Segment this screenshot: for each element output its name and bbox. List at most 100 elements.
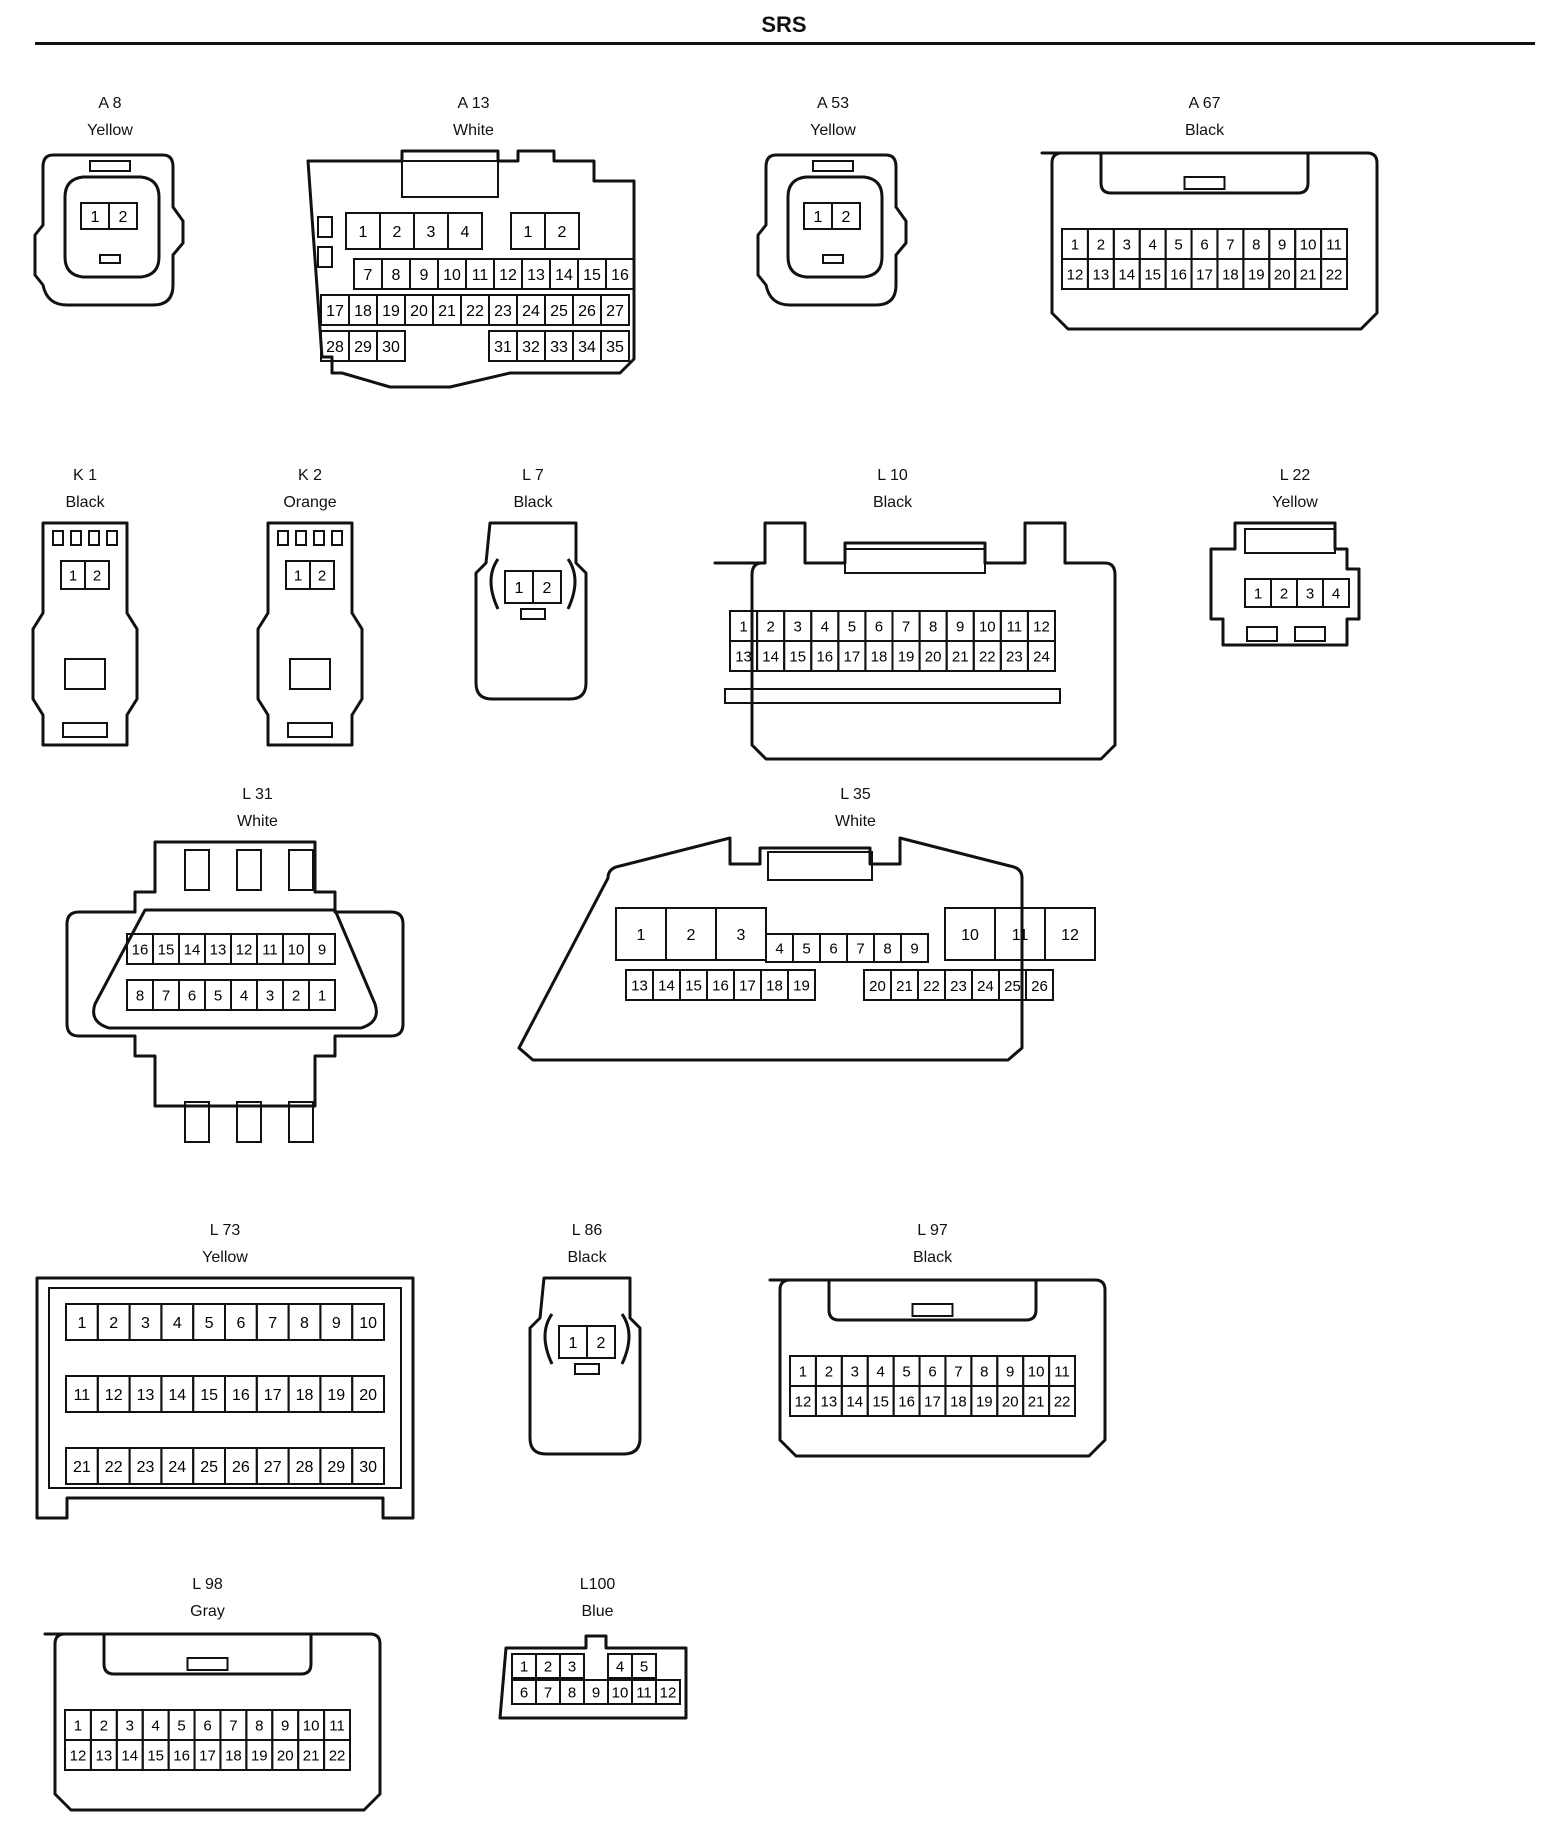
pin-number: 4	[775, 940, 783, 957]
pin-number: 3	[126, 1717, 134, 1734]
connector-color: Yellow	[1272, 494, 1318, 511]
latch-frame	[827, 1280, 1038, 1322]
pin-number: 11	[74, 1387, 91, 1404]
pin-number: 16	[132, 941, 149, 958]
latch-tab	[89, 160, 131, 172]
pin-number: 12	[660, 1684, 677, 1701]
pin-number: 12	[1067, 266, 1084, 283]
pin-number: 7	[1226, 236, 1234, 253]
pin-number: 5	[214, 987, 222, 1004]
pin-number: 1	[799, 1363, 807, 1380]
pin-number: 24	[522, 303, 540, 320]
pin-cell	[376, 330, 406, 362]
pin-number: 11	[1054, 1363, 1070, 1380]
pin-number: 10	[961, 927, 979, 944]
rib	[288, 1101, 314, 1143]
pin-number: 22	[1054, 1393, 1071, 1410]
pin-number: 19	[327, 1387, 345, 1404]
pin-number: 5	[902, 1363, 910, 1380]
pin-number: 18	[871, 648, 888, 665]
pin-number: 19	[793, 977, 810, 994]
pin-number: 15	[147, 1747, 164, 1764]
pin-number: 10	[1300, 236, 1317, 253]
foot	[1246, 626, 1278, 642]
pin-number: 2	[558, 224, 567, 241]
rib	[106, 530, 118, 546]
pin-number: 27	[264, 1459, 282, 1476]
pin-number: 7	[268, 1315, 277, 1332]
pin-number: 1	[515, 580, 524, 597]
connector-housing	[43, 1632, 382, 1812]
latch-frame	[102, 1634, 313, 1676]
pin-number: 17	[844, 648, 861, 665]
pin-number: 18	[296, 1387, 314, 1404]
rib	[277, 530, 289, 546]
pin-cell	[544, 212, 580, 250]
pin-number: 12	[236, 941, 253, 958]
pin-number: 15	[1144, 266, 1161, 283]
rib	[295, 530, 307, 546]
pin-number: 11	[262, 941, 278, 958]
connector-housing	[498, 1634, 688, 1720]
connector-face	[92, 908, 378, 1030]
pin-number: 2	[93, 567, 101, 584]
pin-number: 8	[392, 267, 401, 284]
pin-number: 26	[578, 303, 596, 320]
connector-inner	[786, 175, 884, 279]
connector-housing	[256, 521, 364, 747]
pin-number: 1	[74, 1717, 82, 1734]
page-title: SRS	[761, 12, 807, 37]
pin-number: 4	[152, 1717, 160, 1734]
pin-number: 1	[77, 1315, 86, 1332]
connector-housing	[713, 521, 1117, 761]
connector-color: Black	[1184, 122, 1225, 139]
pin-number: 7	[902, 618, 910, 635]
pin-number: 2	[100, 1717, 108, 1734]
pin-number: 14	[1118, 266, 1135, 283]
rib	[88, 530, 100, 546]
pin-number: 11	[636, 1684, 652, 1701]
connector-housing	[756, 153, 908, 307]
connector-id: A 13	[457, 95, 490, 112]
pin-number: 10	[359, 1315, 377, 1332]
pin-number: 4	[240, 987, 248, 1004]
connector-color: Gray	[190, 1603, 225, 1620]
pin-cell	[831, 202, 861, 230]
rib	[331, 530, 343, 546]
latch-tab	[186, 1657, 229, 1671]
pin-number: 18	[354, 303, 372, 320]
pin-number: 5	[802, 940, 810, 957]
pin-number: 1	[1254, 585, 1262, 602]
pin-number: 5	[1174, 236, 1182, 253]
pin-number: 15	[158, 941, 175, 958]
pin-number: 19	[898, 648, 915, 665]
connector-color: Orange	[283, 494, 337, 511]
pin-number: 4	[877, 1363, 885, 1380]
pin-cell	[351, 1303, 386, 1341]
pin-number: 1	[359, 224, 368, 241]
connector-id: L 31	[242, 786, 273, 803]
pin-number: 8	[300, 1315, 309, 1332]
pin-number: 2	[119, 209, 128, 226]
pin-number: 12	[70, 1747, 87, 1764]
pin-number: 10	[612, 1684, 629, 1701]
pin-number: 7	[162, 987, 170, 1004]
pin-number: 6	[1200, 236, 1208, 253]
connector-housing	[528, 1276, 642, 1456]
connector-id: A 53	[816, 95, 850, 112]
pin-cell	[309, 560, 335, 590]
pin-number: 14	[658, 977, 675, 994]
pin-number: 15	[583, 267, 601, 284]
connector-color: Yellow	[202, 1249, 248, 1266]
pin-number: 20	[359, 1387, 377, 1404]
pin-cell	[1048, 1385, 1077, 1417]
pin-number: 30	[359, 1459, 377, 1476]
pin-number: 23	[1006, 648, 1023, 665]
